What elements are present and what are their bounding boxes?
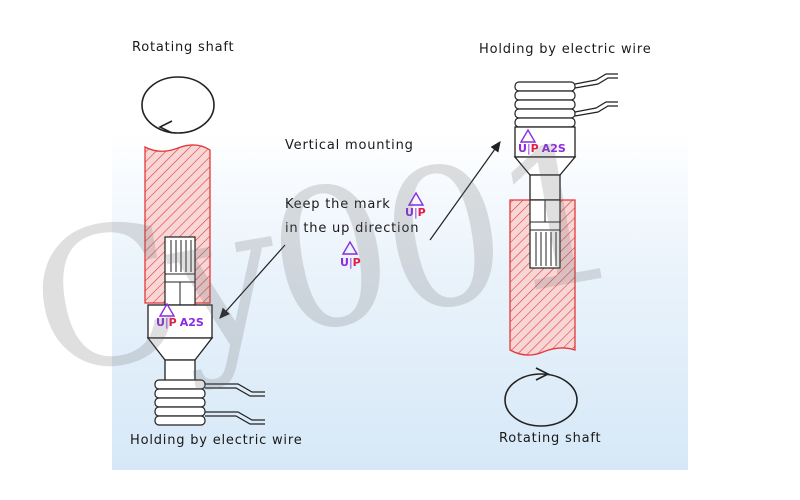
left-shaft-insert	[164, 236, 196, 306]
holding-wire-label-left: Holding by electric wire	[130, 433, 303, 448]
keep-mark-label: Keep the mark	[285, 197, 391, 212]
keep-mark-symbol: U|P	[405, 206, 426, 219]
left-electric-wires	[205, 383, 265, 425]
right-holder-body	[513, 126, 577, 201]
right-coil	[514, 81, 576, 128]
left-mark-p-text: P	[168, 316, 177, 329]
right-up-arrow-icon	[519, 128, 537, 143]
pointer-arrow-right	[429, 141, 501, 241]
right-mark-model-text: A2S	[541, 142, 566, 155]
center-mark-symbol: U|P	[340, 256, 361, 269]
holding-wire-label-right: Holding by electric wire	[479, 42, 652, 57]
pointer-arrow-left	[219, 244, 286, 319]
right-mark-u-text: U	[518, 142, 527, 155]
left-rotation-symbol	[141, 76, 215, 134]
center-mark-p-text: P	[352, 256, 361, 269]
mark-u-text: U	[405, 206, 414, 219]
left-mark-u-text: U	[156, 316, 165, 329]
right-rotation-symbol	[504, 367, 578, 427]
mark-p-text: P	[417, 206, 426, 219]
left-mark-model-text: A2S	[179, 316, 204, 329]
vertical-mounting-label: Vertical mounting	[285, 138, 414, 153]
center-up-arrow-icon	[341, 240, 359, 255]
keep-mark-up-arrow-icon	[407, 191, 425, 206]
up-direction-label: in the up direction	[285, 221, 420, 236]
right-electric-wires	[574, 73, 618, 117]
rotating-shaft-label-right: Rotating shaft	[499, 431, 602, 446]
right-shaft-insert	[529, 199, 561, 269]
rotating-shaft-label-left: Rotating shaft	[132, 40, 235, 55]
left-coil	[154, 379, 206, 426]
right-mark-p-text: P	[530, 142, 539, 155]
left-holder-body	[146, 304, 214, 383]
left-up-arrow-icon	[158, 302, 176, 317]
center-mark-u-text: U	[340, 256, 349, 269]
